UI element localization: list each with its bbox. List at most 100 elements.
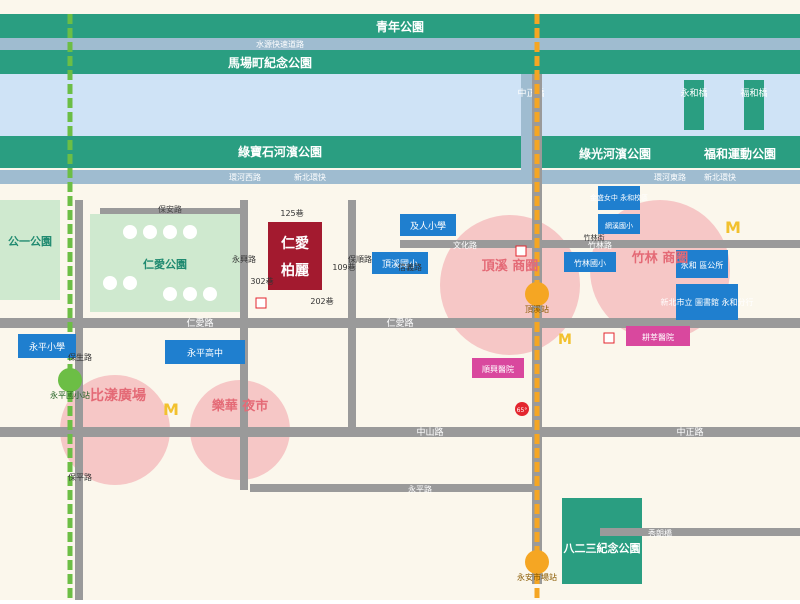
ererseng-park xyxy=(562,498,642,584)
brand-markers: M M M 65° xyxy=(163,218,741,419)
ji-ren-elem-box xyxy=(400,214,456,236)
zhongzheng-road-label: 中正路 xyxy=(676,426,703,438)
project-marker xyxy=(268,222,322,290)
dingxi-elem-label: 頂溪國小 xyxy=(382,258,418,270)
shunxing-hospital-box xyxy=(472,358,524,378)
wangxi-elem-label: 網溪國小 xyxy=(605,221,633,230)
project-name-line1: 仁愛 xyxy=(281,235,309,252)
river xyxy=(0,74,800,136)
lane-202-label: 202巷 xyxy=(310,297,333,306)
yongxing-road-label: 永興路 xyxy=(232,254,256,264)
baosheng-road-label: 保生路 xyxy=(68,352,92,362)
yongping-road xyxy=(250,484,540,492)
renai-park-trees xyxy=(103,225,217,301)
renai-road-label: 仁愛路 xyxy=(386,317,413,329)
expressway-strip xyxy=(0,38,800,50)
baoan-road xyxy=(100,208,240,214)
huanhe-west-label: 環河西路 xyxy=(229,172,261,182)
huanhe-road-strip xyxy=(0,170,800,184)
baosheng-road xyxy=(75,200,83,600)
yongping-high-label: 永平高中 xyxy=(187,347,223,359)
gongyi-park xyxy=(0,200,60,300)
fuhe-bridge-label: 福和橋 xyxy=(740,87,767,99)
yonghe-bridge-label: 永和橋 xyxy=(680,87,707,99)
xinyi-road-label: 信義路 xyxy=(398,262,422,272)
lane-109-label: 109巷 xyxy=(332,263,355,272)
yonghe-bridge xyxy=(684,80,704,130)
lvbao-park-label: 綠寶石河濱公園 xyxy=(238,144,322,159)
yongping-station-icon xyxy=(58,368,82,392)
zhulin-label: 竹林 商圈 xyxy=(631,250,689,266)
huanhe-east-label: 環河東路 xyxy=(654,172,686,182)
renai-road-label-2: 仁愛路 xyxy=(186,317,213,329)
xinbei-loop-label-2: 新北環快 xyxy=(704,172,736,182)
xinbei-loop-label-1: 新北環快 xyxy=(294,172,326,182)
mcd-icon-3: M xyxy=(558,332,572,348)
wenhua-road-label: 文化路 xyxy=(453,240,477,250)
district-office-box xyxy=(676,250,728,278)
zhongshan-road-label: 中山路 xyxy=(416,426,443,438)
seven-eleven-icon-1 xyxy=(255,297,267,309)
yongping-road-label: 永平路 xyxy=(408,484,432,494)
jingan-mid-label: 金盛女中 永和校區 xyxy=(590,193,648,202)
fuhe-bridge xyxy=(744,80,764,130)
jingan-mid-box xyxy=(598,186,640,210)
dingxi-station-label: 頂溪站 xyxy=(525,304,549,314)
yongping-elem-label: 永平小學 xyxy=(29,341,65,353)
zhulin-road xyxy=(542,240,800,248)
fuhe-sports-park-label: 福和運動公園 xyxy=(703,146,776,161)
mcd-icon-2: M xyxy=(725,218,741,237)
percent-icon-label: 65° xyxy=(517,407,528,414)
wangxi-elem-box xyxy=(598,214,640,234)
mcd-icon-1: M xyxy=(163,400,179,419)
dingxi-elem-box xyxy=(372,252,428,274)
machangding-park-label: 馬場町紀念公園 xyxy=(228,55,312,70)
zhulin-elem-label: 竹林國小 xyxy=(574,258,606,268)
zhulin-st-label: 竹林街 xyxy=(584,233,605,242)
seven-eleven-icon-2 xyxy=(603,332,615,344)
zhulin-elem-box xyxy=(564,252,616,272)
yongping-high-box xyxy=(165,340,245,364)
dingxi-label: 頂溪 商圈 xyxy=(482,258,539,274)
project-name-line2: 柏麗 xyxy=(281,262,309,279)
lvguang-park-label: 綠光河濱公園 xyxy=(579,146,651,161)
shunxing-hospital-label: 順興醫院 xyxy=(482,364,514,374)
expressway-label: 水源快速道路 xyxy=(256,39,304,49)
dingxi-station-icon xyxy=(525,282,549,306)
xiulang-bridge-label: 秀朗橋 xyxy=(648,528,672,538)
ji-ren-elem-label: 及人小學 xyxy=(410,220,446,232)
baoping-road-label: 保平路 xyxy=(68,472,92,482)
lane-302-label: 302巷 xyxy=(250,277,273,286)
renai-road xyxy=(0,318,800,328)
baoshun-road-label: 保順路 xyxy=(348,254,372,264)
zhulin-road-label: 竹林路 xyxy=(588,240,612,250)
gengsin-hospital-label: 耕莘醫院 xyxy=(642,332,674,342)
youth-park-band xyxy=(0,14,800,38)
yongping-elem-box xyxy=(18,334,76,358)
lane-125-label: 125巷 xyxy=(280,209,303,218)
district-office-label: 永和 區公所 xyxy=(681,260,724,270)
library-label: 新北市立 圖書館 永和分行 xyxy=(660,297,753,307)
xiulang-bridge-road xyxy=(600,528,800,536)
library-box xyxy=(676,284,738,320)
wenhua-road xyxy=(400,240,532,248)
percent-icon xyxy=(515,402,529,416)
renai-park-label: 仁愛公園 xyxy=(143,257,187,271)
yongping-station-label: 永平國小站 xyxy=(50,390,90,400)
gongyi-park-label: 公一公園 xyxy=(8,235,52,248)
bitan-label: 比漾廣場 xyxy=(90,387,146,404)
gengsin-hospital-box xyxy=(626,326,690,346)
baoan-road-label: 保安路 xyxy=(158,204,182,214)
seven-eleven-icon-3 xyxy=(515,245,527,257)
baoshun-road xyxy=(348,200,356,430)
yongan-station-icon xyxy=(525,550,549,574)
zhongshan-road xyxy=(0,427,800,437)
youth-park-label: 青年公園 xyxy=(376,19,424,34)
lehua-label: 樂華 夜市 xyxy=(212,398,269,414)
yongan-station-label: 永安市場站 xyxy=(517,572,557,582)
ererseng-park-label-line: 八二三紀念公園 xyxy=(563,541,641,555)
machangding-park-band xyxy=(0,50,800,74)
riverside-park-band xyxy=(0,136,800,168)
